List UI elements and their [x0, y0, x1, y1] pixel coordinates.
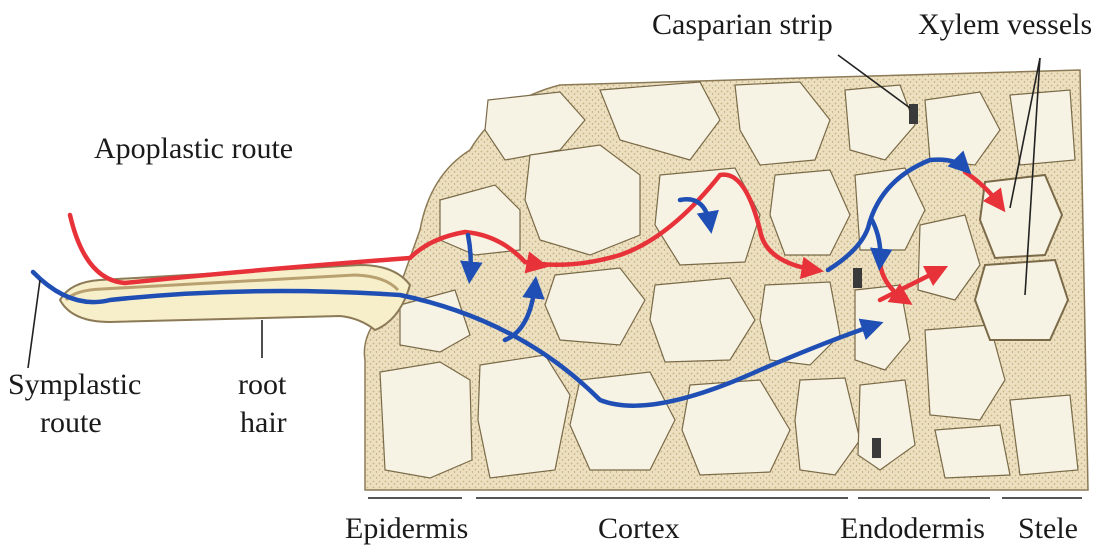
casparian-strip-mark [872, 438, 881, 458]
stele-label: Stele [1018, 512, 1078, 545]
xylem-vessel-cell [980, 175, 1062, 258]
casparian-strip-label: Casparian strip [652, 8, 833, 41]
symplastic-leader [28, 280, 40, 368]
cortex-cell [525, 145, 640, 255]
epidermis-label: Epidermis [345, 512, 468, 545]
apoplastic-route-label: Apoplastic route [94, 132, 293, 165]
xylem-vessel-cell [975, 260, 1068, 340]
casparian-strip-mark [909, 104, 918, 124]
root-hair-label-line2: hair [240, 406, 287, 439]
apoplastic-branch [525, 262, 540, 265]
symplastic-route-label-line2: route [40, 406, 102, 439]
endodermis-label: Endodermis [840, 512, 985, 545]
symplastic-branch [468, 235, 471, 275]
symplastic-route-label-line1: Symplastic [8, 368, 141, 401]
epidermis-cell [478, 355, 570, 478]
stele-cell [1010, 90, 1075, 165]
root-hair-label-line1: root [238, 368, 287, 401]
xylem-vessels-label: Xylem vessels [918, 8, 1092, 41]
stele-cell [935, 425, 1010, 478]
stele-cell [1010, 395, 1078, 475]
casparian-strip-mark [853, 268, 862, 288]
epidermis-cell [380, 362, 472, 478]
tissue-block [364, 70, 1088, 490]
cortex-label: Cortex [598, 512, 680, 545]
